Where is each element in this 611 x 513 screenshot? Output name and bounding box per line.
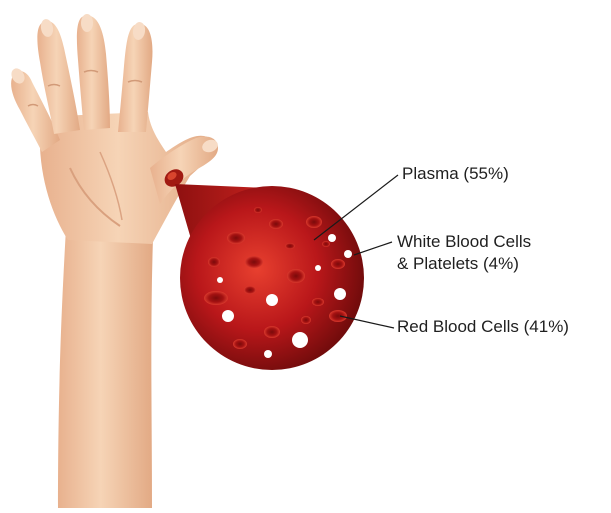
white-blood-cells-label-line2: & Platelets (4%): [397, 253, 531, 275]
plasma-label: Plasma (55%): [402, 163, 509, 185]
white-blood-cells-label-line1: White Blood Cells: [397, 231, 531, 253]
red-blood-cells-label: Red Blood Cells (41%): [397, 316, 569, 338]
white-blood-cells-label: White Blood Cells & Platelets (4%): [397, 231, 531, 275]
wbc-leader-line: [354, 242, 392, 255]
magnified-blood-sample-icon: [175, 184, 364, 370]
